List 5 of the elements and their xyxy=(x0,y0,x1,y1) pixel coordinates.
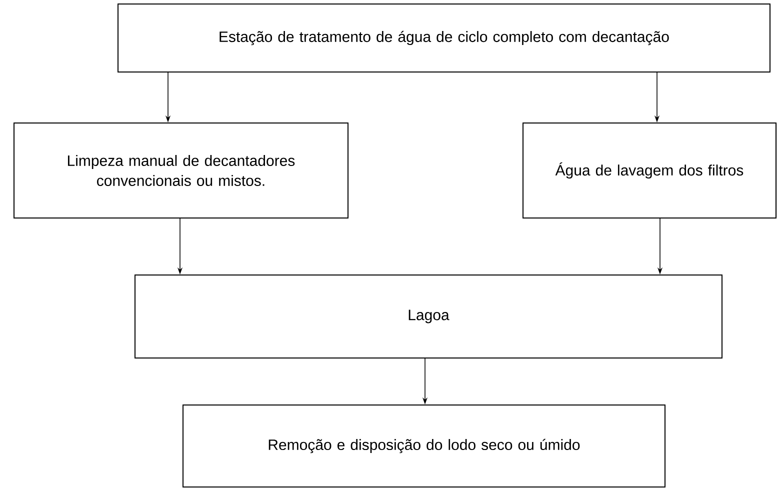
process-box: Remoção e disposição do lodo seco ou úmido xyxy=(182,404,666,488)
process-box: Limpeza manual de decantadores convencionais ou mistos. xyxy=(14,122,348,218)
process-box: Estação de tratamento de água de ciclo completo com decantação xyxy=(118,4,770,72)
process-box: Lagoa xyxy=(134,274,722,358)
process-box: Água de lavagem dos filtros xyxy=(522,122,776,218)
